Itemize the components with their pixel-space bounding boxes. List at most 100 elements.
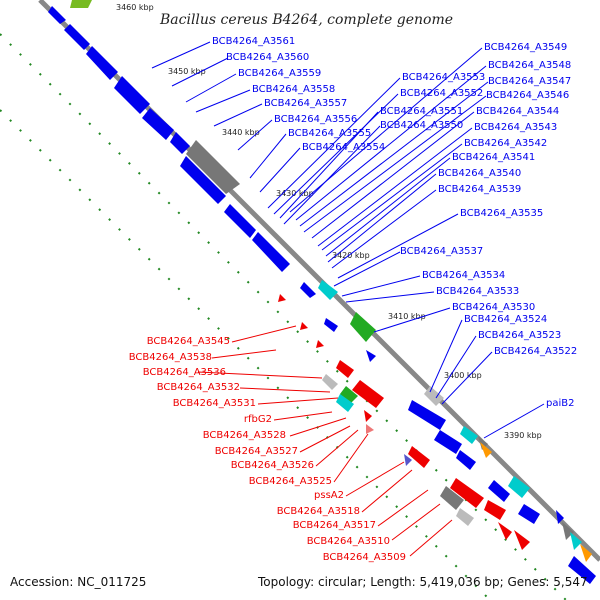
gene-label[interactable]: BCB4264_A3509 [323, 552, 406, 563]
gene-block[interactable] [324, 318, 338, 332]
gene-block[interactable] [252, 232, 290, 272]
gene-block-cyan[interactable] [508, 476, 530, 498]
gene-block[interactable] [278, 294, 286, 302]
gene-block-green[interactable] [350, 312, 376, 342]
gene-block[interactable] [450, 478, 484, 508]
gene-label[interactable]: BCB4264_A3533 [436, 286, 519, 297]
gene-label[interactable]: BCB4264_A3537 [400, 246, 483, 257]
gene-label[interactable]: BCB4264_A3561 [212, 36, 295, 47]
gene-label[interactable]: BCB4264_A3544 [476, 106, 559, 117]
tick-label: 3450 kbp [168, 67, 206, 76]
gene-block[interactable] [484, 500, 506, 520]
gene-block-green[interactable] [340, 386, 358, 404]
gene-label[interactable]: BCB4264_A3546 [486, 90, 569, 101]
gene-label[interactable]: BCB4264_A3556 [274, 114, 357, 125]
gene-block[interactable] [336, 360, 354, 378]
gene-label[interactable]: BCB4264_A3536 [143, 367, 226, 378]
gene-block[interactable] [514, 530, 530, 550]
gene-label[interactable]: BCB4264_A3523 [478, 330, 561, 341]
gene-label[interactable]: BCB4264_A3551 [380, 106, 463, 117]
gene-block[interactable] [300, 322, 308, 330]
gene-block-grey[interactable] [440, 486, 464, 510]
gene-block[interactable] [224, 204, 256, 238]
gene-block[interactable] [488, 480, 510, 502]
gene-block-grey[interactable] [186, 140, 240, 194]
gene-block[interactable] [518, 504, 540, 524]
gene-block[interactable] [364, 410, 372, 422]
gene-label[interactable]: BCB4264_A3541 [452, 152, 535, 163]
gene-block-cyan[interactable] [460, 426, 478, 444]
gene-block[interactable] [316, 340, 324, 348]
gene-block[interactable] [352, 380, 384, 408]
gene-block-cyan[interactable] [570, 532, 582, 550]
gene-block[interactable] [300, 282, 316, 298]
gene-block[interactable] [498, 522, 512, 540]
gene-block[interactable] [366, 350, 376, 362]
gene-label[interactable]: BCB4264_A3525 [249, 476, 332, 487]
gene-label[interactable]: BCB4264_A3552 [400, 88, 483, 99]
gene-block[interactable] [70, 0, 92, 8]
gene-block[interactable] [404, 454, 412, 466]
gene-block[interactable] [408, 400, 446, 430]
gene-label[interactable]: BCB4264_A3560 [226, 52, 309, 63]
gene-label[interactable]: BCB4264_A3526 [231, 460, 314, 471]
gene-label[interactable]: BCB4264_A3550 [380, 120, 463, 131]
gene-label[interactable]: BCB4264_A3534 [422, 270, 505, 281]
gene-block[interactable] [434, 430, 462, 454]
gene-label[interactable]: BCB4264_A3527 [215, 446, 298, 457]
gene-block[interactable] [366, 424, 374, 434]
gene-label[interactable]: BCB4264_A3531 [173, 398, 256, 409]
gene-block[interactable] [114, 76, 150, 114]
tick-label: 3420 kbp [332, 251, 370, 260]
gene-label[interactable]: rfbG2 [244, 414, 272, 425]
gene-label[interactable]: BCB4264_A3524 [464, 314, 547, 325]
gene-label[interactable]: BCB4264_A3559 [238, 68, 321, 79]
gene-label[interactable]: BCB4264_A3539 [438, 184, 521, 195]
gene-label[interactable]: BCB4264_A3535 [460, 208, 543, 219]
gene-label[interactable]: BCB4264_A3532 [157, 382, 240, 393]
gene-block[interactable] [142, 108, 174, 140]
gene-block-grey[interactable] [562, 522, 574, 540]
gene-block[interactable] [86, 46, 118, 80]
gene-block[interactable] [556, 510, 564, 524]
gene-block-orange[interactable] [480, 442, 492, 458]
gene-block[interactable] [48, 6, 66, 24]
gene-label[interactable]: BCB4264_A3549 [484, 42, 567, 53]
gene-label[interactable]: BCB4264_A3543 [474, 122, 557, 133]
gene-label[interactable]: BCB4264_A3548 [488, 60, 571, 71]
gene-label[interactable]: BCB4264_A3542 [464, 138, 547, 149]
gene-block[interactable] [180, 156, 226, 204]
gene-block[interactable] [456, 450, 476, 470]
gene-label[interactable]: BCB4264_A3555 [288, 128, 371, 139]
gene-label[interactable]: BCB4264_A3510 [307, 536, 390, 547]
gene-label[interactable]: BCB4264_A3547 [488, 76, 571, 87]
gene-label[interactable]: BCB4264_A3545 [147, 336, 230, 347]
gene-label[interactable]: BCB4264_A3538 [129, 352, 212, 363]
gene-block-grey[interactable] [322, 374, 338, 390]
gene-block-cyan[interactable] [318, 280, 338, 300]
gene-label[interactable]: BCB4264_A3530 [452, 302, 535, 313]
gene-block-grey[interactable] [424, 386, 444, 406]
gene-label[interactable]: BCB4264_A3554 [302, 142, 385, 153]
gene-label[interactable]: BCB4264_A3528 [203, 430, 286, 441]
gene-label[interactable]: paiB2 [546, 398, 574, 409]
gene-label[interactable]: BCB4264_A3558 [252, 84, 335, 95]
gene-label[interactable]: BCB4264_A3522 [494, 346, 577, 357]
gene-block[interactable] [408, 446, 430, 468]
gene-block[interactable] [568, 556, 596, 584]
gene-label[interactable]: BCB4264_A3553 [402, 72, 485, 83]
gene-label[interactable]: BCB4264_A3557 [264, 98, 347, 109]
gene-label[interactable]: BCB4264_A3518 [277, 506, 360, 517]
gene-block[interactable] [64, 24, 90, 50]
gene-block-grey[interactable] [456, 508, 474, 526]
map-title: Bacillus cereus B4264, complete genome [159, 12, 453, 28]
gene-label[interactable]: BCB4264_A3540 [438, 168, 521, 179]
backbone-halo [44, 0, 600, 556]
gene-label[interactable]: pssA2 [314, 490, 344, 501]
gene-label[interactable]: BCB4264_A3517 [293, 520, 376, 531]
gene-block-orange[interactable] [580, 544, 592, 562]
gene-block-grey[interactable] [478, 436, 488, 450]
gene-block-cyan[interactable] [336, 394, 354, 412]
gene-block[interactable] [170, 132, 190, 154]
